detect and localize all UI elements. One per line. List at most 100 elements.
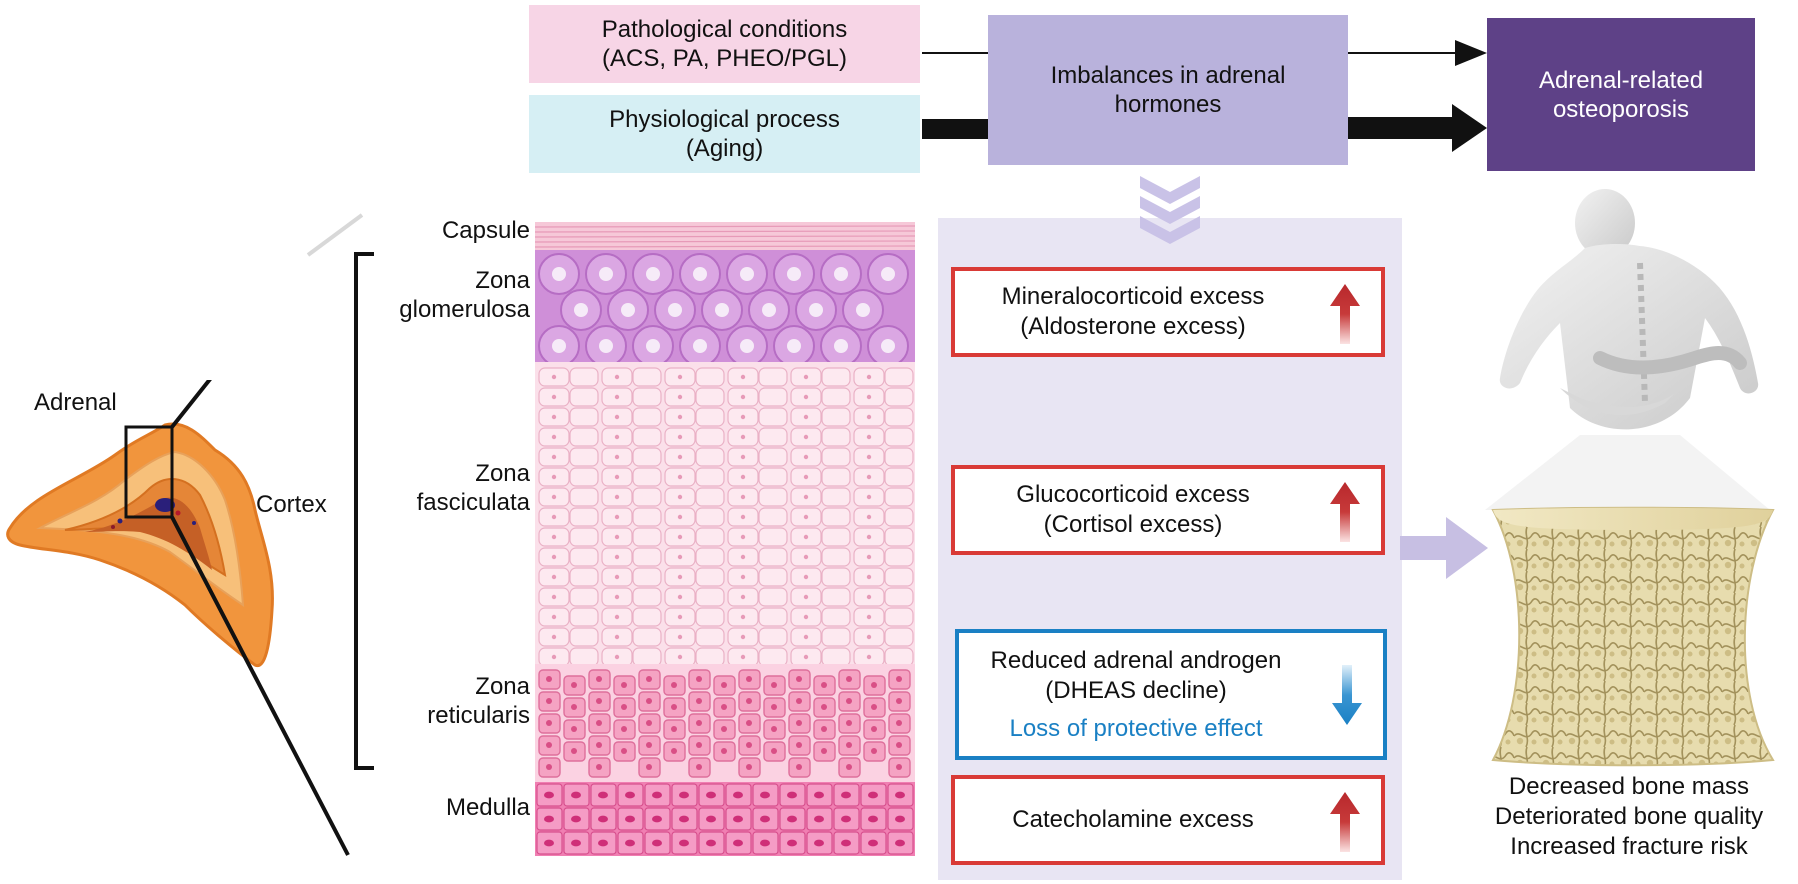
fasciculata-label: Zona fasciculata — [360, 459, 530, 517]
effect-4-line1: Catecholamine excess — [1012, 806, 1254, 833]
fasciculata-cell — [884, 567, 914, 587]
cell-nucleus — [846, 698, 852, 704]
cell-nucleus — [746, 742, 752, 748]
cortex-label: Cortex — [256, 491, 327, 518]
cell-nucleus — [625, 791, 635, 799]
right-arrow-icon — [1400, 517, 1488, 579]
fasciculata-cell — [569, 587, 599, 607]
adrenal-tissue-column — [535, 222, 915, 856]
fasciculata-cell — [821, 567, 851, 587]
glomerulosa-lumen — [599, 267, 613, 281]
cell-nucleus — [625, 815, 635, 823]
reduced-androgen-box: Reduced adrenal androgen (DHEAS decline)… — [955, 629, 1387, 760]
cell-nucleus — [571, 682, 577, 688]
cell-nucleus — [677, 474, 683, 480]
cell-nucleus — [803, 394, 809, 400]
glomerulosa-lumen — [693, 267, 707, 281]
cell-nucleus — [841, 839, 851, 847]
cell-nucleus — [551, 594, 557, 600]
fasciculata-cell — [884, 627, 914, 647]
fasciculata-cell — [632, 407, 662, 427]
glomerulosa-lumen — [740, 339, 754, 353]
cell-nucleus — [814, 815, 824, 823]
cell-nucleus — [679, 791, 689, 799]
cell-nucleus — [866, 374, 872, 380]
fasciculata-cell — [884, 647, 914, 667]
cell-nucleus — [571, 791, 581, 799]
cell-nucleus — [895, 839, 905, 847]
cell-nucleus — [746, 764, 752, 770]
cell-nucleus — [621, 748, 627, 754]
cell-nucleus — [614, 514, 620, 520]
cell-nucleus — [598, 791, 608, 799]
fasciculata-cell — [821, 587, 851, 607]
cell-nucleus — [614, 434, 620, 440]
glomerulosa-lumen — [762, 303, 776, 317]
fasciculata-cell — [884, 427, 914, 447]
cell-nucleus — [866, 634, 872, 640]
cell-nucleus — [896, 764, 902, 770]
pathological-line1: Pathological conditions — [601, 16, 848, 43]
cell-nucleus — [671, 748, 677, 754]
imbalance-box: Imbalances in adrenal hormones — [988, 15, 1348, 165]
glomerulosa-lumen — [834, 267, 848, 281]
cell-nucleus — [677, 534, 683, 540]
cell-nucleus — [546, 698, 552, 704]
cell-nucleus — [551, 634, 557, 640]
top-arrows — [922, 40, 1487, 152]
bone-outcomes-list: Decreased bone mass Deteriorated bone qu… — [1460, 772, 1798, 862]
fasciculata-cell — [695, 427, 725, 447]
fasciculata-cell — [632, 567, 662, 587]
cell-nucleus — [546, 742, 552, 748]
cell-nucleus — [740, 554, 746, 560]
cell-nucleus — [821, 704, 827, 710]
glomerulosa-line2: glomerulosa — [399, 296, 530, 323]
thick-arrowhead-icon — [1452, 104, 1487, 152]
cell-nucleus — [740, 614, 746, 620]
catecholamine-excess-box: Catecholamine excess — [951, 775, 1385, 865]
fasciculata-cell — [695, 367, 725, 387]
fasciculata-cell — [569, 427, 599, 447]
cell-nucleus — [721, 726, 727, 732]
cell-nucleus — [871, 726, 877, 732]
cell-nucleus — [871, 748, 877, 754]
up-arrow-icon — [1330, 792, 1360, 852]
thick-connector-line — [922, 119, 988, 139]
fasciculata-cell — [569, 387, 599, 407]
cell-nucleus — [696, 742, 702, 748]
glomerulosa-lumen — [787, 267, 801, 281]
cell-nucleus — [571, 726, 577, 732]
outcome-line1: Adrenal-related — [1538, 66, 1704, 94]
cell-nucleus — [677, 614, 683, 620]
cell-nucleus — [551, 554, 557, 560]
pathological-line2: (ACS, PA, PHEO/PGL) — [602, 45, 847, 72]
adrenal-gland-illustration — [6, 380, 350, 856]
fasciculata-cell — [569, 607, 599, 627]
cell-nucleus — [551, 494, 557, 500]
cell-nucleus — [814, 791, 824, 799]
cell-nucleus — [677, 514, 683, 520]
cell-nucleus — [803, 374, 809, 380]
cell-nucleus — [596, 698, 602, 704]
cell-nucleus — [796, 720, 802, 726]
up-arrow-icon — [1330, 284, 1360, 344]
cell-nucleus — [677, 494, 683, 500]
effect-1-line2: (Aldosterone excess) — [1020, 313, 1246, 340]
cortex-bracket — [354, 252, 374, 770]
fasciculata-cell — [632, 367, 662, 387]
glucocorticoid-excess-box: Glucocorticoid excess (Cortisol excess) — [951, 465, 1385, 555]
glomerulosa-lumen — [552, 267, 566, 281]
pathological-conditions-box: Pathological conditions (ACS, PA, PHEO/P… — [529, 5, 920, 83]
fasciculata-cell — [569, 507, 599, 527]
cell-nucleus — [706, 791, 716, 799]
cell-nucleus — [598, 839, 608, 847]
mineralocorticoid-excess-box: Mineralocorticoid excess (Aldosterone ex… — [951, 267, 1385, 357]
effect-3-line2: (DHEAS decline) — [1045, 676, 1227, 704]
fasciculata-cell — [695, 527, 725, 547]
capsule-fiber — [535, 230, 915, 233]
fasciculata-cell — [758, 407, 788, 427]
cell-nucleus — [679, 839, 689, 847]
cell-nucleus — [895, 791, 905, 799]
fasciculata-cell — [569, 467, 599, 487]
cell-nucleus — [896, 698, 902, 704]
